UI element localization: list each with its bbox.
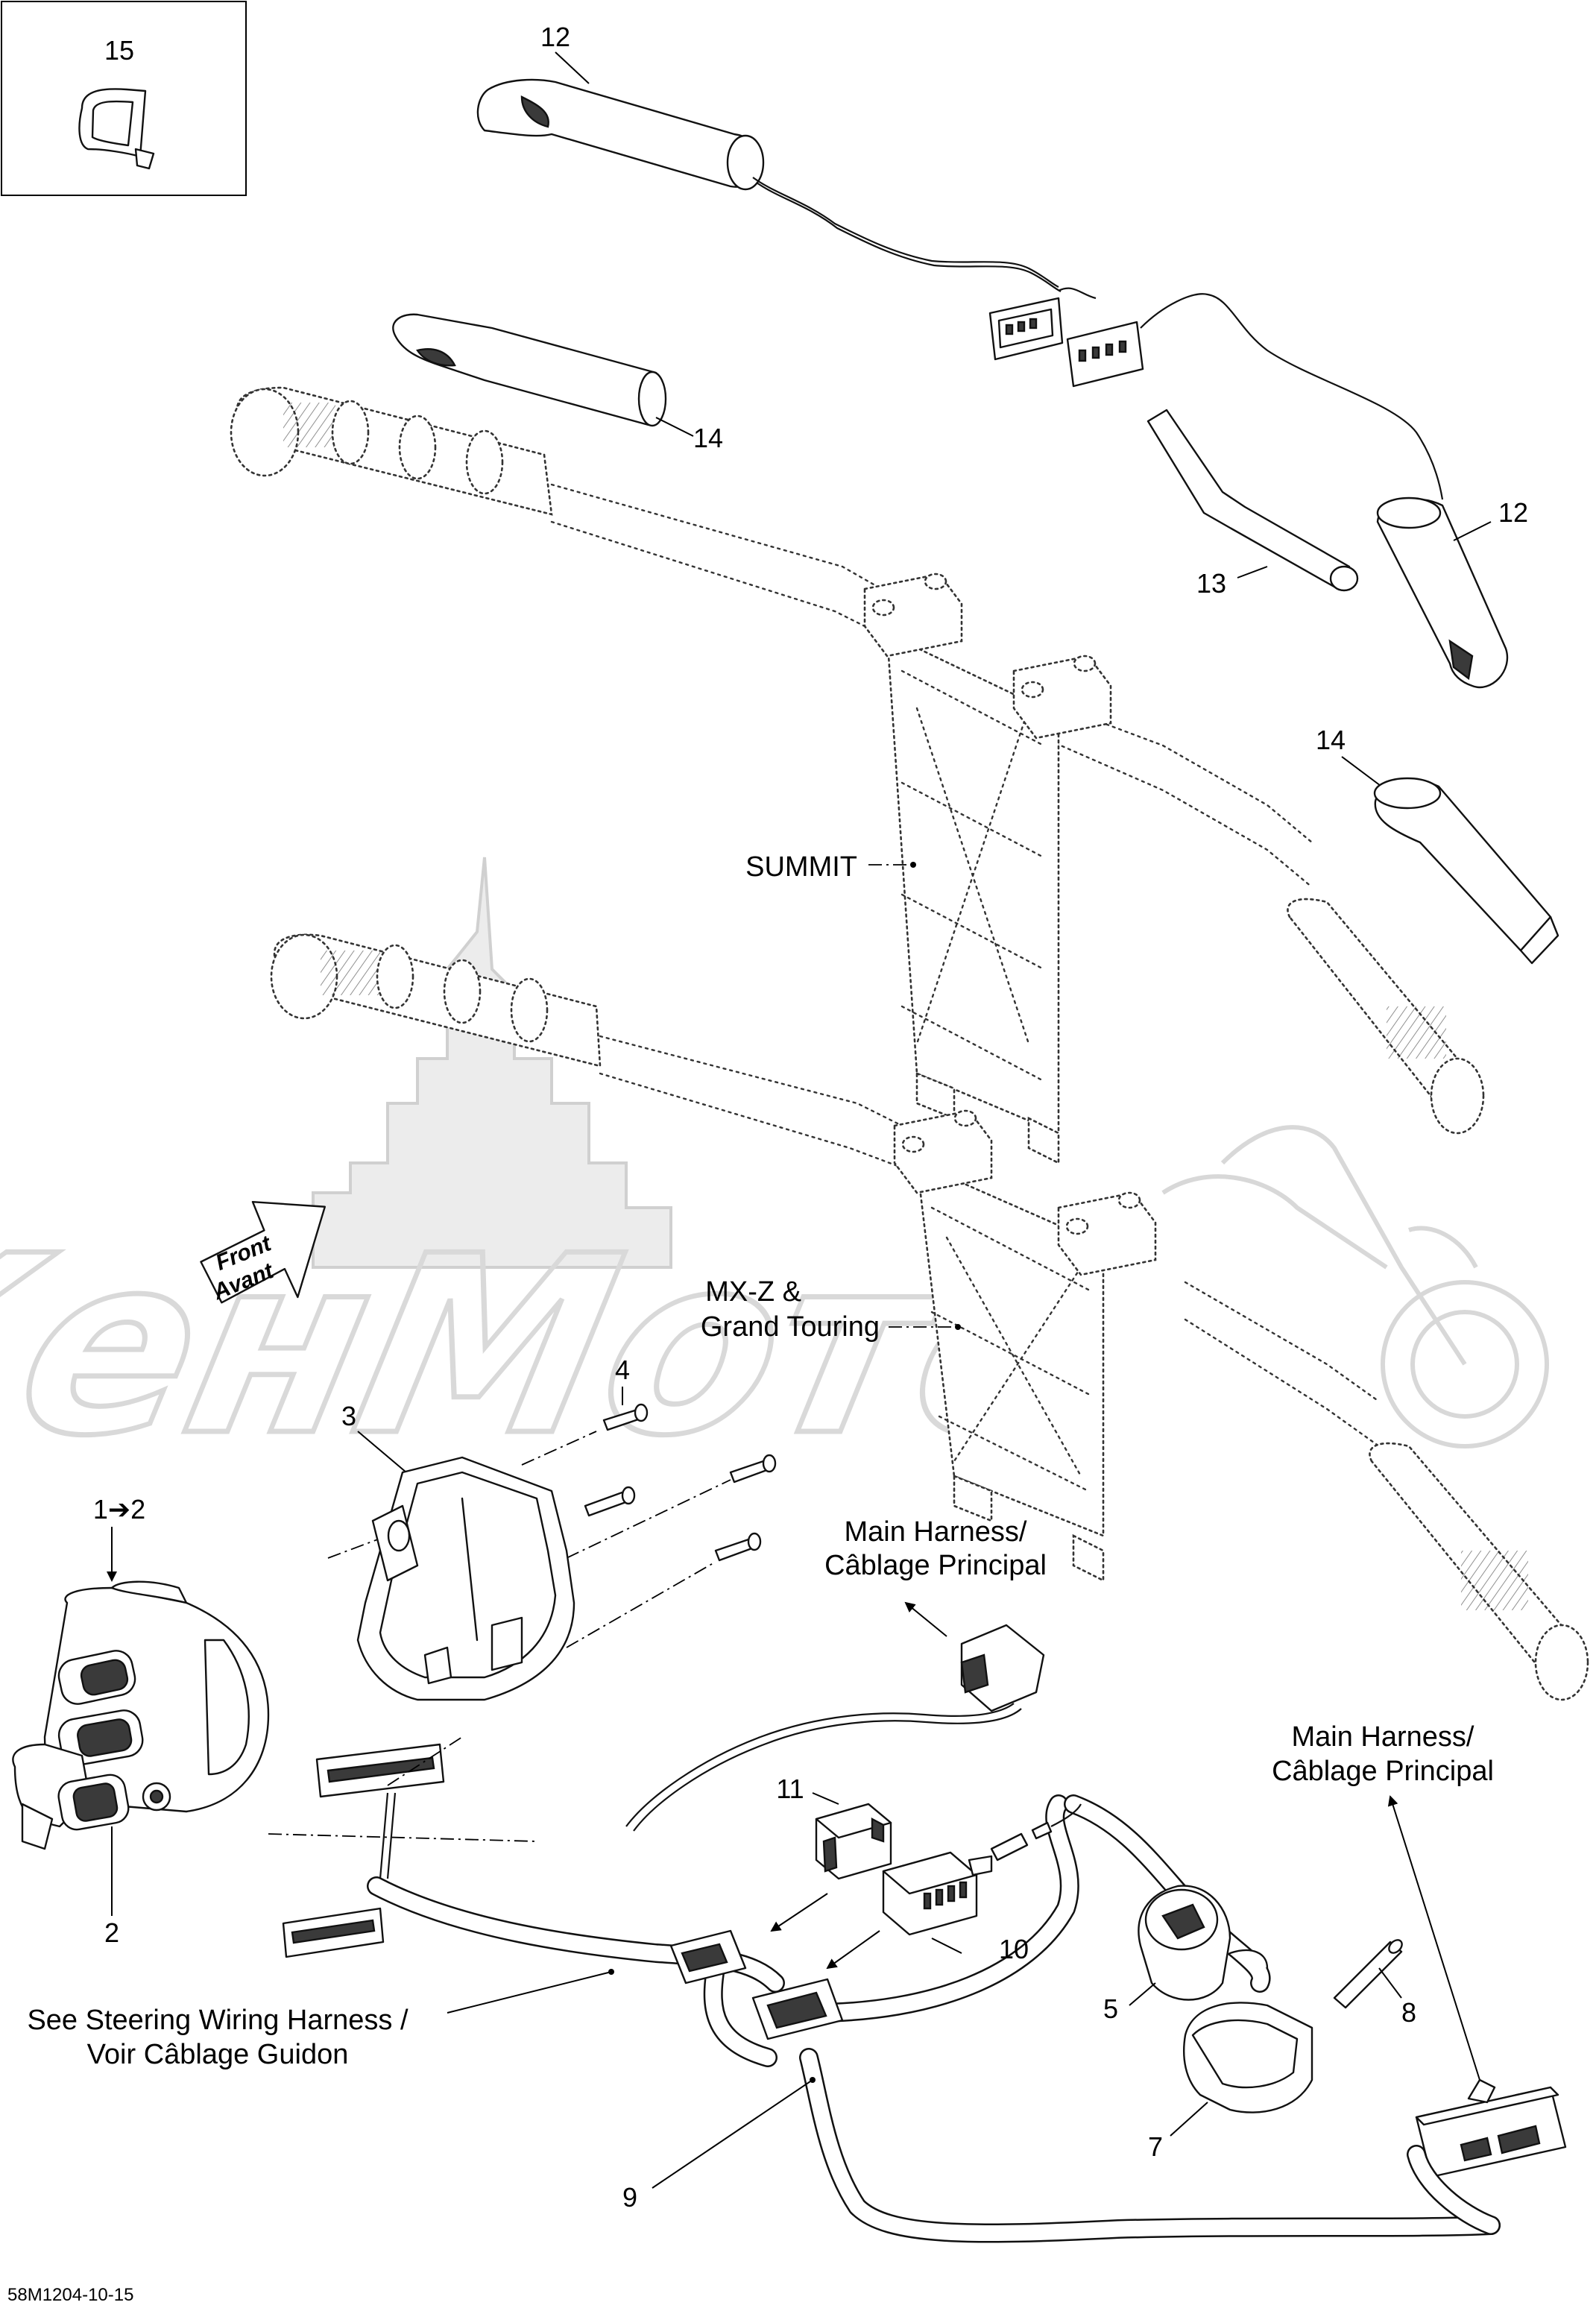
- mxz-clamp-right: [1057, 1191, 1157, 1276]
- main-harness-label-upper: Main Harness/ Câblage Principal: [625, 1516, 1047, 1832]
- part-12-right: 12: [1376, 496, 1528, 688]
- main-harness-1-line2: Câblage Principal: [824, 1550, 1047, 1581]
- main-harness-connector-upper: [960, 1624, 1045, 1712]
- summit-label: SUMMIT: [745, 851, 857, 883]
- label-1-to-2: 1➔2: [93, 1494, 145, 1525]
- mxz-handlebar: MX-Z & Grand Touring: [270, 933, 1589, 1701]
- mxz-label-line2: Grand Touring: [701, 1311, 880, 1343]
- part-10-connector: 10: [826, 1803, 1082, 1970]
- inset-part-15: 15: [1, 1, 247, 196]
- front-arrow-icon: [200, 1200, 327, 1304]
- mxz-label-line1: MX-Z &: [705, 1276, 801, 1308]
- part-4-screws: 4: [327, 1355, 777, 1648]
- bent-tube: [1146, 409, 1351, 590]
- part-3-housing: 3: [341, 1401, 575, 1701]
- part-11-connector: 11: [770, 1774, 892, 1932]
- label-14-top: 14: [693, 423, 723, 453]
- label-9: 9: [622, 2182, 637, 2213]
- steering-harness-line1: See Steering Wiring Harness /: [27, 2005, 409, 2036]
- summit-clamp-left: [863, 573, 963, 658]
- steering-harness-line2: Voir Câblage Guidon: [87, 2039, 349, 2070]
- pin: [1333, 1941, 1403, 2009]
- main-harness-label-lower: Main Harness/ Câblage Principal: [1272, 1721, 1567, 2235]
- label-3: 3: [341, 1401, 356, 1431]
- heater-connectors: [988, 287, 1444, 500]
- label-13: 13: [1196, 568, 1226, 599]
- connector-male-top: [1066, 321, 1144, 388]
- screw: [584, 1486, 636, 1517]
- grip-heater-left: [476, 78, 763, 188]
- main-harness-2-line1: Main Harness/: [1292, 1721, 1474, 1753]
- part-13-tube: 13: [1146, 409, 1359, 599]
- mxz-clamp-left: [893, 1109, 993, 1194]
- part-9-steering-harness: 9 See Steering Wiring Harness / Voir Câb…: [27, 1736, 1501, 2243]
- part-12-top: 12: [476, 22, 1062, 292]
- label-10: 10: [999, 1934, 1029, 1964]
- watermark-motorcycle-icon: [1161, 1125, 1549, 1448]
- screw: [729, 1454, 777, 1484]
- part-1-switch-block: 1➔2 2: [12, 1494, 537, 1948]
- part-14-right: 14: [1316, 725, 1559, 965]
- main-harness-1-line1: Main Harness/: [845, 1516, 1027, 1548]
- screw: [602, 1403, 649, 1431]
- label-12-right: 12: [1498, 497, 1528, 528]
- part-5-switch: 5: [1103, 1885, 1269, 2024]
- label-5: 5: [1103, 1993, 1118, 2024]
- figure-code: 58M1204-10-15: [7, 2285, 133, 2305]
- screw: [714, 1532, 762, 1562]
- label-8: 8: [1401, 1997, 1416, 2028]
- label-2: 2: [104, 1917, 119, 1948]
- summit-clamp-right: [1012, 655, 1112, 740]
- label-11: 11: [776, 1774, 804, 1804]
- watermark-skyline-icon: [312, 857, 672, 1269]
- part-14-top: 14: [392, 313, 723, 453]
- watermark: КенМото: [0, 857, 1549, 1492]
- label-7: 7: [1148, 2131, 1163, 2162]
- label-15: 15: [104, 35, 134, 66]
- label-4: 4: [615, 1355, 630, 1385]
- part-8-pin: 8: [1333, 1939, 1416, 2028]
- label-12-top: 12: [540, 22, 570, 52]
- main-harness-2-line2: Câblage Principal: [1272, 1756, 1494, 1787]
- summit-handlebar: SUMMIT: [230, 386, 1485, 1165]
- label-14-right: 14: [1316, 725, 1346, 755]
- part-7-cap: 7: [1148, 2002, 1313, 2162]
- grip-sleeve-left: [392, 313, 657, 426]
